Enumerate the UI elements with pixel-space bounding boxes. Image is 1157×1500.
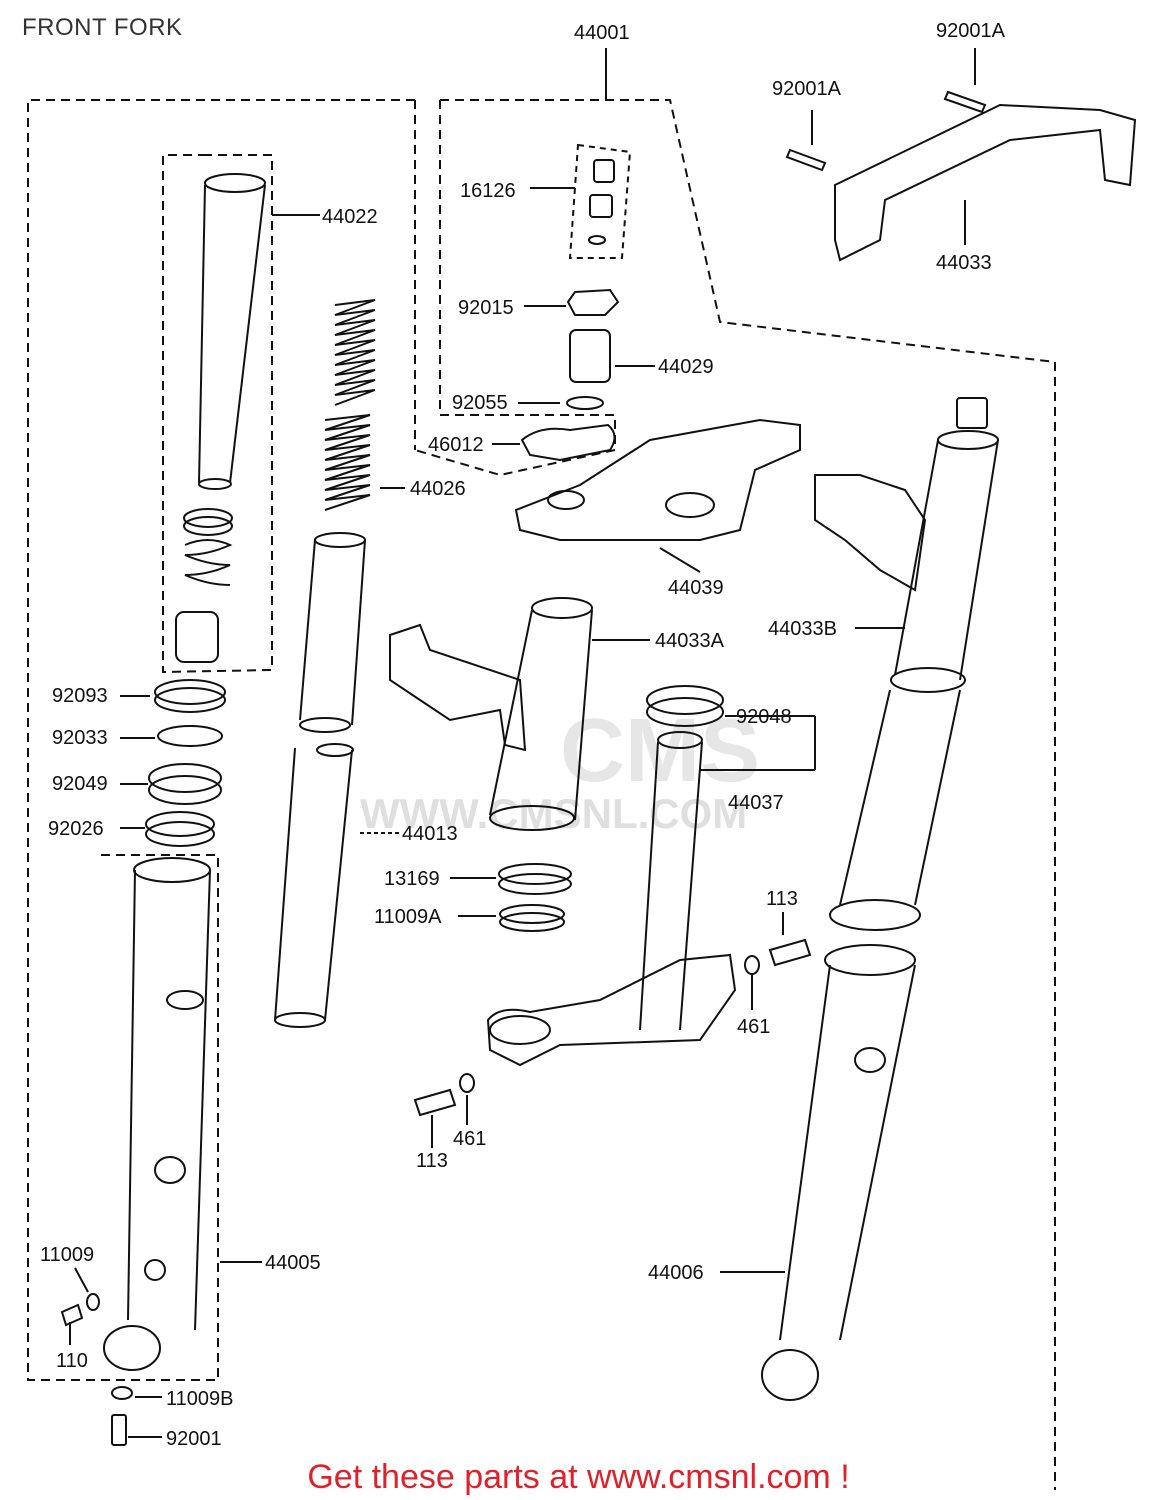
- label-44005: 44005: [265, 1252, 321, 1274]
- label-11009A: 11009A: [374, 906, 442, 928]
- label-92048: 92048: [736, 706, 792, 728]
- upper-bracket-44039: [514, 418, 801, 541]
- footer-text[interactable]: Get these parts at www.cmsnl.com !: [307, 1458, 850, 1496]
- label-92055: 92055: [452, 392, 508, 414]
- box-16126: [568, 143, 632, 259]
- spring-44026: [324, 299, 405, 511]
- fork-tube-44022: [198, 173, 320, 490]
- label-92001: 92001: [166, 1428, 222, 1450]
- label-113-right: 113: [766, 888, 798, 910]
- label-92049: 92049: [52, 773, 108, 795]
- watermark-logo: CMS: [560, 701, 760, 801]
- box-44022: [162, 154, 273, 674]
- label-44006: 44006: [648, 1262, 704, 1284]
- right-group-frame: [440, 99, 1056, 1490]
- label-113-left: 113: [416, 1150, 448, 1172]
- label-44033: 44033: [936, 252, 992, 274]
- label-44022: 44022: [322, 206, 378, 228]
- label-92015: 92015: [458, 297, 514, 319]
- label-44013: 44013: [402, 823, 458, 845]
- label-461-left: 461: [453, 1128, 487, 1150]
- label-16126: 16126: [460, 180, 516, 202]
- label-44026: 44026: [410, 478, 466, 500]
- label-44039: 44039: [668, 577, 724, 599]
- footer-link[interactable]: Get these parts at www.cmsnl.com !: [0, 1458, 1157, 1497]
- label-11009B: 11009B: [166, 1388, 234, 1410]
- left-group-frame: [27, 99, 415, 1381]
- label-92033: 92033: [52, 727, 108, 749]
- label-44033A: 44033A: [655, 630, 724, 652]
- label-92026: 92026: [48, 818, 104, 840]
- label-44029: 44029: [658, 356, 714, 378]
- label-92093: 92093: [52, 685, 108, 707]
- page-title: FRONT FORK: [22, 14, 183, 41]
- label-13169: 13169: [384, 868, 440, 890]
- label-92001A-top: 92001A: [936, 20, 1005, 42]
- label-92001A: 92001A: [772, 78, 841, 100]
- label-461-right: 461: [737, 1016, 771, 1038]
- right-group-frame-left: [414, 100, 616, 477]
- label-44037: 44037: [728, 792, 784, 814]
- label-44033B: 44033B: [768, 618, 837, 640]
- label-44001: 44001: [574, 22, 630, 44]
- lower-clamp: [486, 953, 737, 1067]
- label-110: 110: [56, 1350, 88, 1372]
- outer-tube-44005: [103, 857, 262, 1371]
- outer-tube-44006: [720, 397, 999, 1401]
- label-46012: 46012: [428, 434, 484, 456]
- bracket-44033: [834, 103, 1137, 262]
- label-11009: 11009: [40, 1244, 95, 1266]
